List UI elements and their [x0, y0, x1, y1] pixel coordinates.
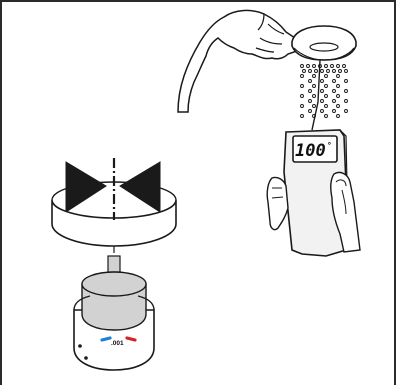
- water-spray: [301, 65, 348, 118]
- left-hand-holding: [267, 177, 288, 229]
- water-drop: [337, 85, 340, 88]
- water-drop: [337, 115, 340, 118]
- water-drop: [333, 110, 336, 113]
- water-drop: [301, 85, 304, 88]
- water-drop: [331, 65, 334, 68]
- arrow-right-icon: [66, 162, 106, 212]
- water-drop: [327, 70, 330, 73]
- water-drop: [325, 95, 328, 98]
- water-drop: [325, 65, 328, 68]
- water-drop: [309, 90, 312, 93]
- water-drop: [333, 70, 336, 73]
- water-drop: [321, 80, 324, 83]
- water-drop: [313, 75, 316, 78]
- cold-indicator: [102, 338, 110, 340]
- water-drop: [301, 75, 304, 78]
- water-drop: [321, 110, 324, 113]
- water-drop: [325, 75, 328, 78]
- water-drop: [313, 85, 316, 88]
- water-drop: [337, 105, 340, 108]
- water-drop: [313, 65, 316, 68]
- water-drop: [345, 70, 348, 73]
- valve-stem: [108, 256, 120, 272]
- water-drop: [325, 85, 328, 88]
- water-drop: [345, 110, 348, 113]
- water-drop: [333, 100, 336, 103]
- water-drop: [301, 95, 304, 98]
- water-drop: [313, 105, 316, 108]
- water-drop: [343, 65, 346, 68]
- water-drop: [345, 100, 348, 103]
- water-drop: [337, 95, 340, 98]
- valve-cap-top: [82, 272, 146, 296]
- water-drop: [309, 70, 312, 73]
- water-drop: [337, 65, 340, 68]
- water-drop: [321, 90, 324, 93]
- water-drop: [309, 110, 312, 113]
- water-drop: [321, 70, 324, 73]
- water-drop: [325, 105, 328, 108]
- shower-head-group: [178, 10, 356, 117]
- water-drop: [309, 100, 312, 103]
- water-drop: [301, 65, 304, 68]
- water-drop: [345, 90, 348, 93]
- water-drop: [321, 100, 324, 103]
- water-drop: [325, 115, 328, 118]
- water-drop: [345, 80, 348, 83]
- thermometer-display-value: 100: [295, 141, 326, 161]
- water-drop: [315, 70, 318, 73]
- water-drop: [301, 115, 304, 118]
- thermostatic-valve: .001: [74, 256, 154, 370]
- water-drop: [337, 75, 340, 78]
- hot-indicator: [127, 338, 135, 340]
- arrow-left-icon: [120, 162, 160, 212]
- dial-label: .001: [111, 340, 124, 347]
- screw: [78, 344, 82, 348]
- water-drop: [301, 105, 304, 108]
- thermometer-display-unit: °: [327, 141, 332, 150]
- water-drop: [307, 65, 310, 68]
- water-drop: [333, 90, 336, 93]
- water-drop: [303, 70, 306, 73]
- water-drop: [333, 80, 336, 83]
- hand-outline: [178, 10, 300, 112]
- screw: [84, 356, 88, 360]
- water-drop: [313, 95, 316, 98]
- water-drop: [309, 80, 312, 83]
- water-drop: [339, 70, 342, 73]
